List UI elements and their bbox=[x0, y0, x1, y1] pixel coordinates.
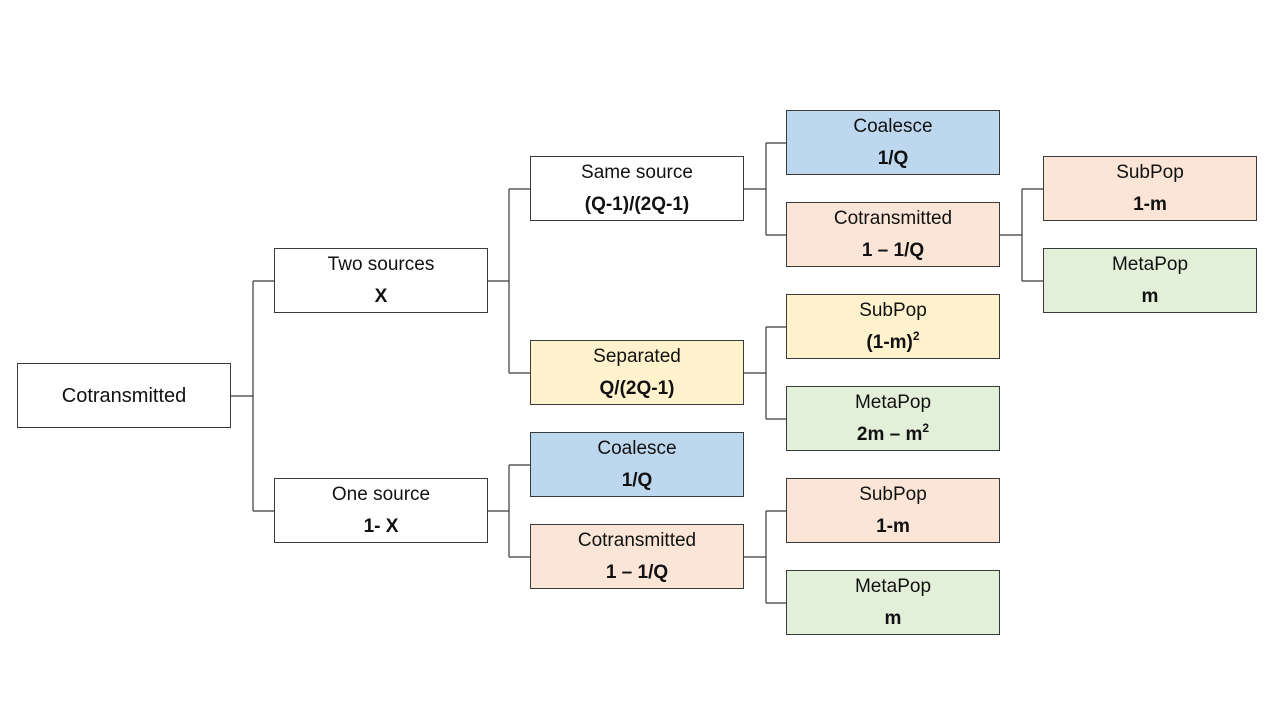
node-label: Cotransmitted bbox=[833, 208, 953, 229]
node-label: MetaPop bbox=[1111, 254, 1189, 275]
node-probability: 2m – m2 bbox=[787, 421, 999, 447]
node-probability: 1/Q bbox=[621, 470, 653, 491]
node-probability: m bbox=[884, 608, 902, 629]
node-probability: (1-m)2 bbox=[787, 329, 999, 355]
node-label: SubPop bbox=[859, 484, 927, 505]
cotransmitted-node-lower: Cotransmitted 1 – 1/Q bbox=[530, 524, 744, 589]
node-label: Two sources bbox=[327, 254, 435, 275]
probability-exponent: 2 bbox=[922, 421, 930, 435]
node-probability: 1-m bbox=[1133, 194, 1167, 215]
subpop-node-lower: SubPop 1-m bbox=[786, 478, 1000, 543]
node-probability: m bbox=[1141, 286, 1159, 307]
node-label: One source bbox=[331, 484, 431, 505]
node-label: Same source bbox=[581, 162, 693, 183]
node-probability: 1- X bbox=[363, 516, 399, 537]
node-probability: 1 – 1/Q bbox=[605, 562, 669, 583]
coalesce-node-lower: Coalesce 1/Q bbox=[530, 432, 744, 497]
node-label: MetaPop bbox=[854, 576, 932, 597]
coalesce-node-upper: Coalesce 1/Q bbox=[786, 110, 1000, 175]
node-label: Cotransmitted bbox=[577, 530, 697, 551]
node-probability: 1 – 1/Q bbox=[861, 240, 925, 261]
same-source-node: Same source (Q-1)/(2Q-1) bbox=[530, 156, 744, 221]
separated-node: Separated Q/(2Q-1) bbox=[530, 340, 744, 405]
node-label: MetaPop bbox=[854, 392, 932, 413]
root-cotransmitted-node: Cotransmitted bbox=[17, 363, 231, 428]
metapop-node-separated: MetaPop 2m – m2 bbox=[786, 386, 1000, 451]
node-label: SubPop bbox=[1116, 162, 1184, 183]
node-label: Coalesce bbox=[853, 116, 933, 137]
node-label: SubPop bbox=[859, 300, 927, 321]
metapop-node-lower: MetaPop m bbox=[786, 570, 1000, 635]
probability-base: (1-m) bbox=[866, 332, 913, 353]
node-label: Coalesce bbox=[597, 438, 677, 459]
cotransmitted-node-upper: Cotransmitted 1 – 1/Q bbox=[786, 202, 1000, 267]
probability-base: 2m – m bbox=[856, 424, 923, 445]
subpop-node-upper: SubPop 1-m bbox=[1043, 156, 1257, 221]
two-sources-node: Two sources X bbox=[274, 248, 488, 313]
subpop-node-separated: SubPop (1-m)2 bbox=[786, 294, 1000, 359]
node-probability: (Q-1)/(2Q-1) bbox=[584, 194, 690, 215]
one-source-node: One source 1- X bbox=[274, 478, 488, 543]
node-probability: 1/Q bbox=[877, 148, 909, 169]
node-probability: 1-m bbox=[876, 516, 910, 537]
metapop-node-upper: MetaPop m bbox=[1043, 248, 1257, 313]
node-probability: X bbox=[374, 286, 388, 307]
probability-exponent: 2 bbox=[912, 329, 920, 343]
node-probability: Q/(2Q-1) bbox=[599, 378, 675, 399]
node-label: Separated bbox=[593, 346, 681, 367]
node-label: Cotransmitted bbox=[61, 385, 187, 407]
